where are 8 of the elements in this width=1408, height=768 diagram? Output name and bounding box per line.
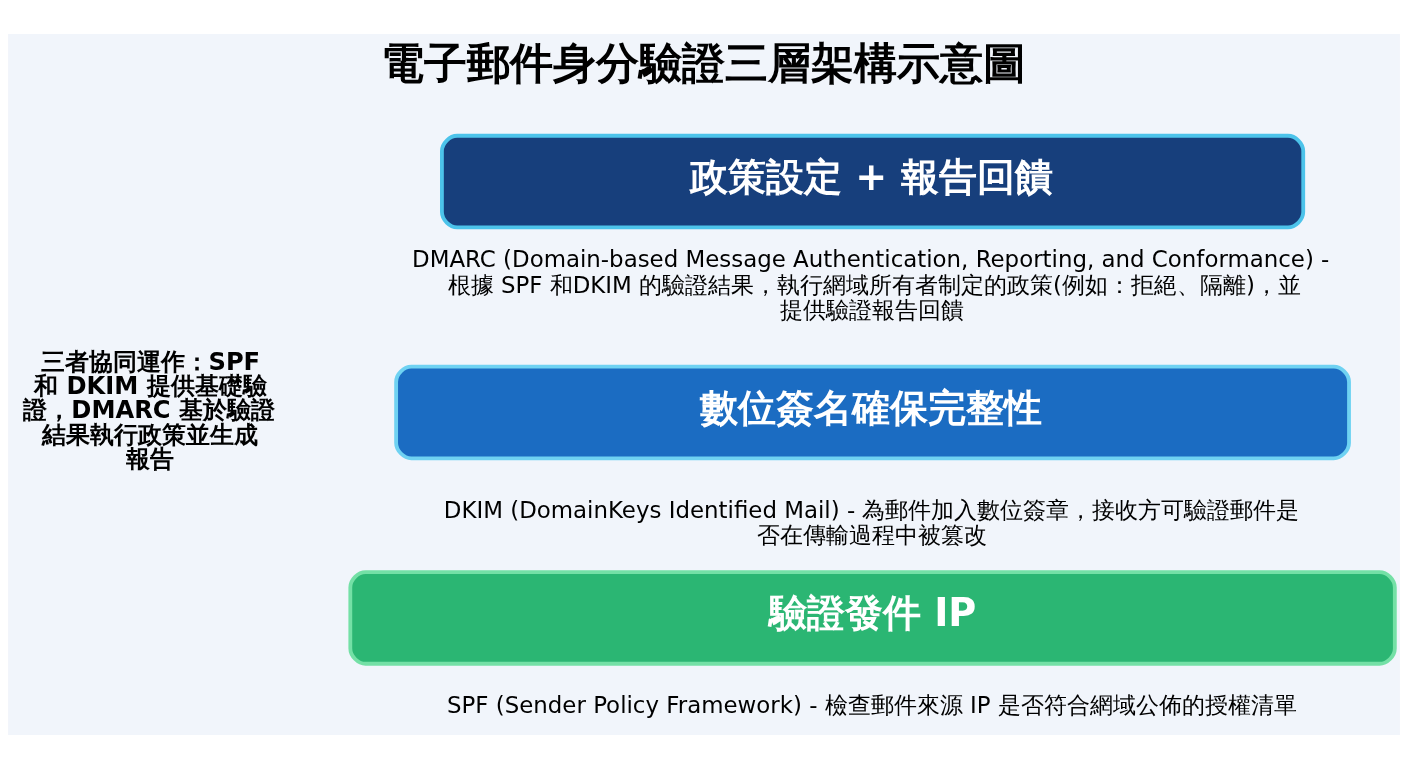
node-label: SPF (Sender Policy Framework) - 檢查郵件來源 IP 是否符合網域公佈的授權清單 (447, 691, 1297, 718)
node-label: DMARC (Domain-based Message Authentication, Reporting, and Conformance) - 根據 SPF 和DKIM 的驗證結果，執行網域所有者制定的政策(例如：拒絕、隔離)，並提供驗證報告回饋 (412, 245, 1330, 323)
node-box: 政策設定 + 報告回饋 (440, 133, 1306, 229)
node-box: 數位簽名確保完整性 (394, 364, 1351, 460)
label: 三者協同運作：SPF 和 DKIM 提供基礎驗證，DMARC 基於驗證結果執行政策並生成報告 (23, 347, 275, 473)
node-box: 驗證發件 IP (348, 569, 1397, 666)
node-label: DKIM (DomainKeys Identified Mail) - 為郵件加入數位簽章，接收方可驗證郵件是否在傳輸過程中被篡改 (443, 496, 1300, 548)
diagram-title: 電子郵件身分驗證三層架構示意圖 (381, 37, 1027, 88)
